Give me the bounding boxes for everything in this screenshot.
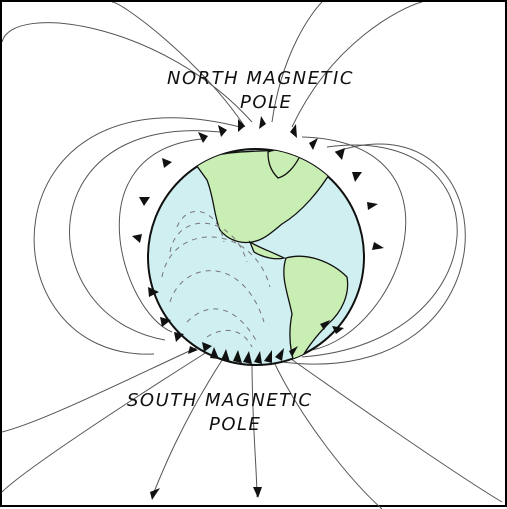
north-arrow-13 bbox=[132, 234, 142, 243]
south-arrow-8 bbox=[233, 350, 242, 363]
south-arrow-7 bbox=[221, 349, 230, 362]
south-pole-label-line1: SOUTH MAGNETIC bbox=[127, 390, 313, 411]
field-line-right-5 bbox=[271, 2, 323, 123]
field-line-bottom-2 bbox=[151, 356, 225, 498]
south-arrow-11 bbox=[264, 350, 272, 363]
field-line-right-2 bbox=[301, 144, 458, 358]
north-pole-arrows bbox=[132, 116, 384, 250]
field-line-left-1 bbox=[118, 138, 203, 333]
north-arrow-7 bbox=[335, 148, 345, 160]
south-pole-label-line2: POLE bbox=[209, 414, 261, 435]
north-pole-label-line2: POLE bbox=[240, 92, 292, 113]
south-arrow-15 bbox=[332, 326, 344, 334]
north-arrow-9 bbox=[367, 202, 378, 210]
bottom-edge-arrows bbox=[150, 487, 262, 500]
field-line-bottom-3 bbox=[2, 351, 208, 493]
south-america-land bbox=[283, 255, 349, 365]
south-arrow-9 bbox=[243, 351, 252, 364]
north-arrow-3 bbox=[238, 119, 245, 132]
field-line-right-1 bbox=[301, 136, 407, 351]
south-arrow-12 bbox=[275, 348, 284, 361]
north-arrow-11 bbox=[162, 158, 172, 168]
south-arrow-13 bbox=[289, 346, 298, 357]
edge-arrow-2 bbox=[253, 487, 262, 498]
south-pole-arrows bbox=[148, 287, 344, 364]
north-arrow-5 bbox=[290, 124, 297, 138]
central-america-land bbox=[248, 240, 286, 260]
north-arrow-10 bbox=[372, 242, 384, 250]
field-line-right-3 bbox=[281, 143, 466, 365]
south-arrow-3 bbox=[174, 332, 184, 342]
edge-arrow-1 bbox=[150, 488, 160, 500]
south-arrow-14 bbox=[320, 320, 330, 330]
north-arrow-6 bbox=[309, 138, 318, 150]
field-line-bottom-6 bbox=[2, 346, 199, 433]
field-line-right-4 bbox=[291, 2, 423, 128]
south-arrow-2 bbox=[160, 317, 171, 327]
field-line-left-2 bbox=[69, 130, 221, 341]
field-line-bottom-4 bbox=[283, 353, 503, 503]
north-arrow-4 bbox=[259, 116, 266, 129]
south-arrow-4 bbox=[188, 346, 198, 354]
north-arrow-12 bbox=[139, 197, 150, 206]
field-line-left-3 bbox=[33, 117, 241, 355]
south-arrow-5 bbox=[202, 342, 212, 352]
continents bbox=[192, 149, 349, 365]
north-arrow-1 bbox=[198, 132, 208, 143]
south-arrow-1 bbox=[148, 287, 159, 297]
field-line-bottom-5 bbox=[271, 357, 383, 509]
earth-globe bbox=[147, 148, 365, 366]
south-arrow-6 bbox=[210, 347, 219, 359]
south-arrow-10 bbox=[254, 351, 262, 364]
north-pole-label-line1: NORTH MAGNETIC bbox=[167, 68, 354, 89]
inner-field-dashes bbox=[161, 210, 271, 348]
north-arrow-2 bbox=[218, 125, 227, 137]
field-line-left-5 bbox=[111, 2, 246, 128]
north-arrow-8 bbox=[352, 172, 362, 182]
